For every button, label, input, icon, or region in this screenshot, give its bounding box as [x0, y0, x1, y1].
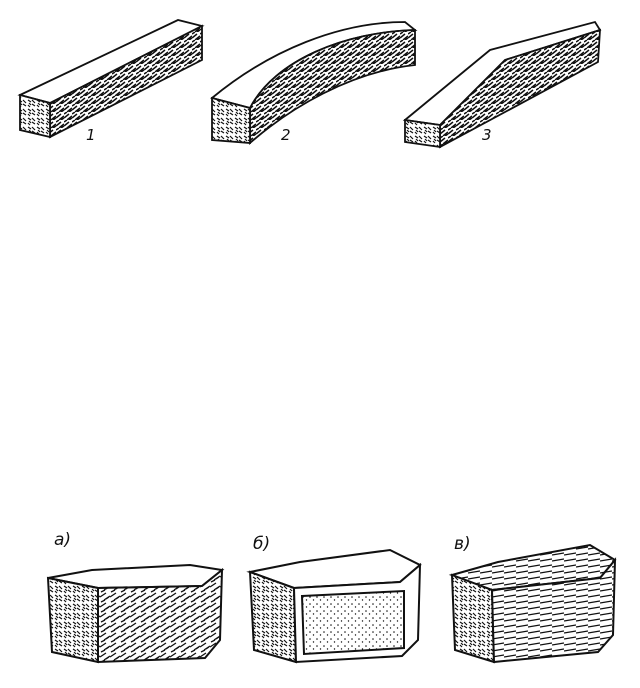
- block-b-end-face: [248, 570, 298, 664]
- block-v-end-face: [450, 573, 496, 664]
- block-b: [246, 548, 422, 664]
- bar-2-curved: [210, 21, 418, 145]
- block-a-end-face: [46, 576, 99, 664]
- label-1: 1: [86, 126, 96, 144]
- label-b: б): [253, 534, 271, 554]
- bar-3-end-face: [404, 118, 441, 149]
- label-a: а): [54, 530, 72, 550]
- bar-2-side-face: [249, 29, 416, 145]
- block-b-dotted-panel: [300, 589, 405, 656]
- block-a: [46, 563, 225, 664]
- block-v: [448, 543, 617, 664]
- bar-1-straight: [17, 19, 205, 139]
- bar-1-end-face: [19, 93, 51, 139]
- block-a-front-face: [97, 567, 224, 664]
- label-2: 2: [281, 126, 291, 144]
- label-3: 3: [482, 126, 492, 144]
- bar-3-chamfered: [402, 20, 602, 149]
- bar-2-end-face: [211, 96, 251, 144]
- label-v: в): [454, 534, 471, 554]
- block-v-front-face: [490, 557, 617, 664]
